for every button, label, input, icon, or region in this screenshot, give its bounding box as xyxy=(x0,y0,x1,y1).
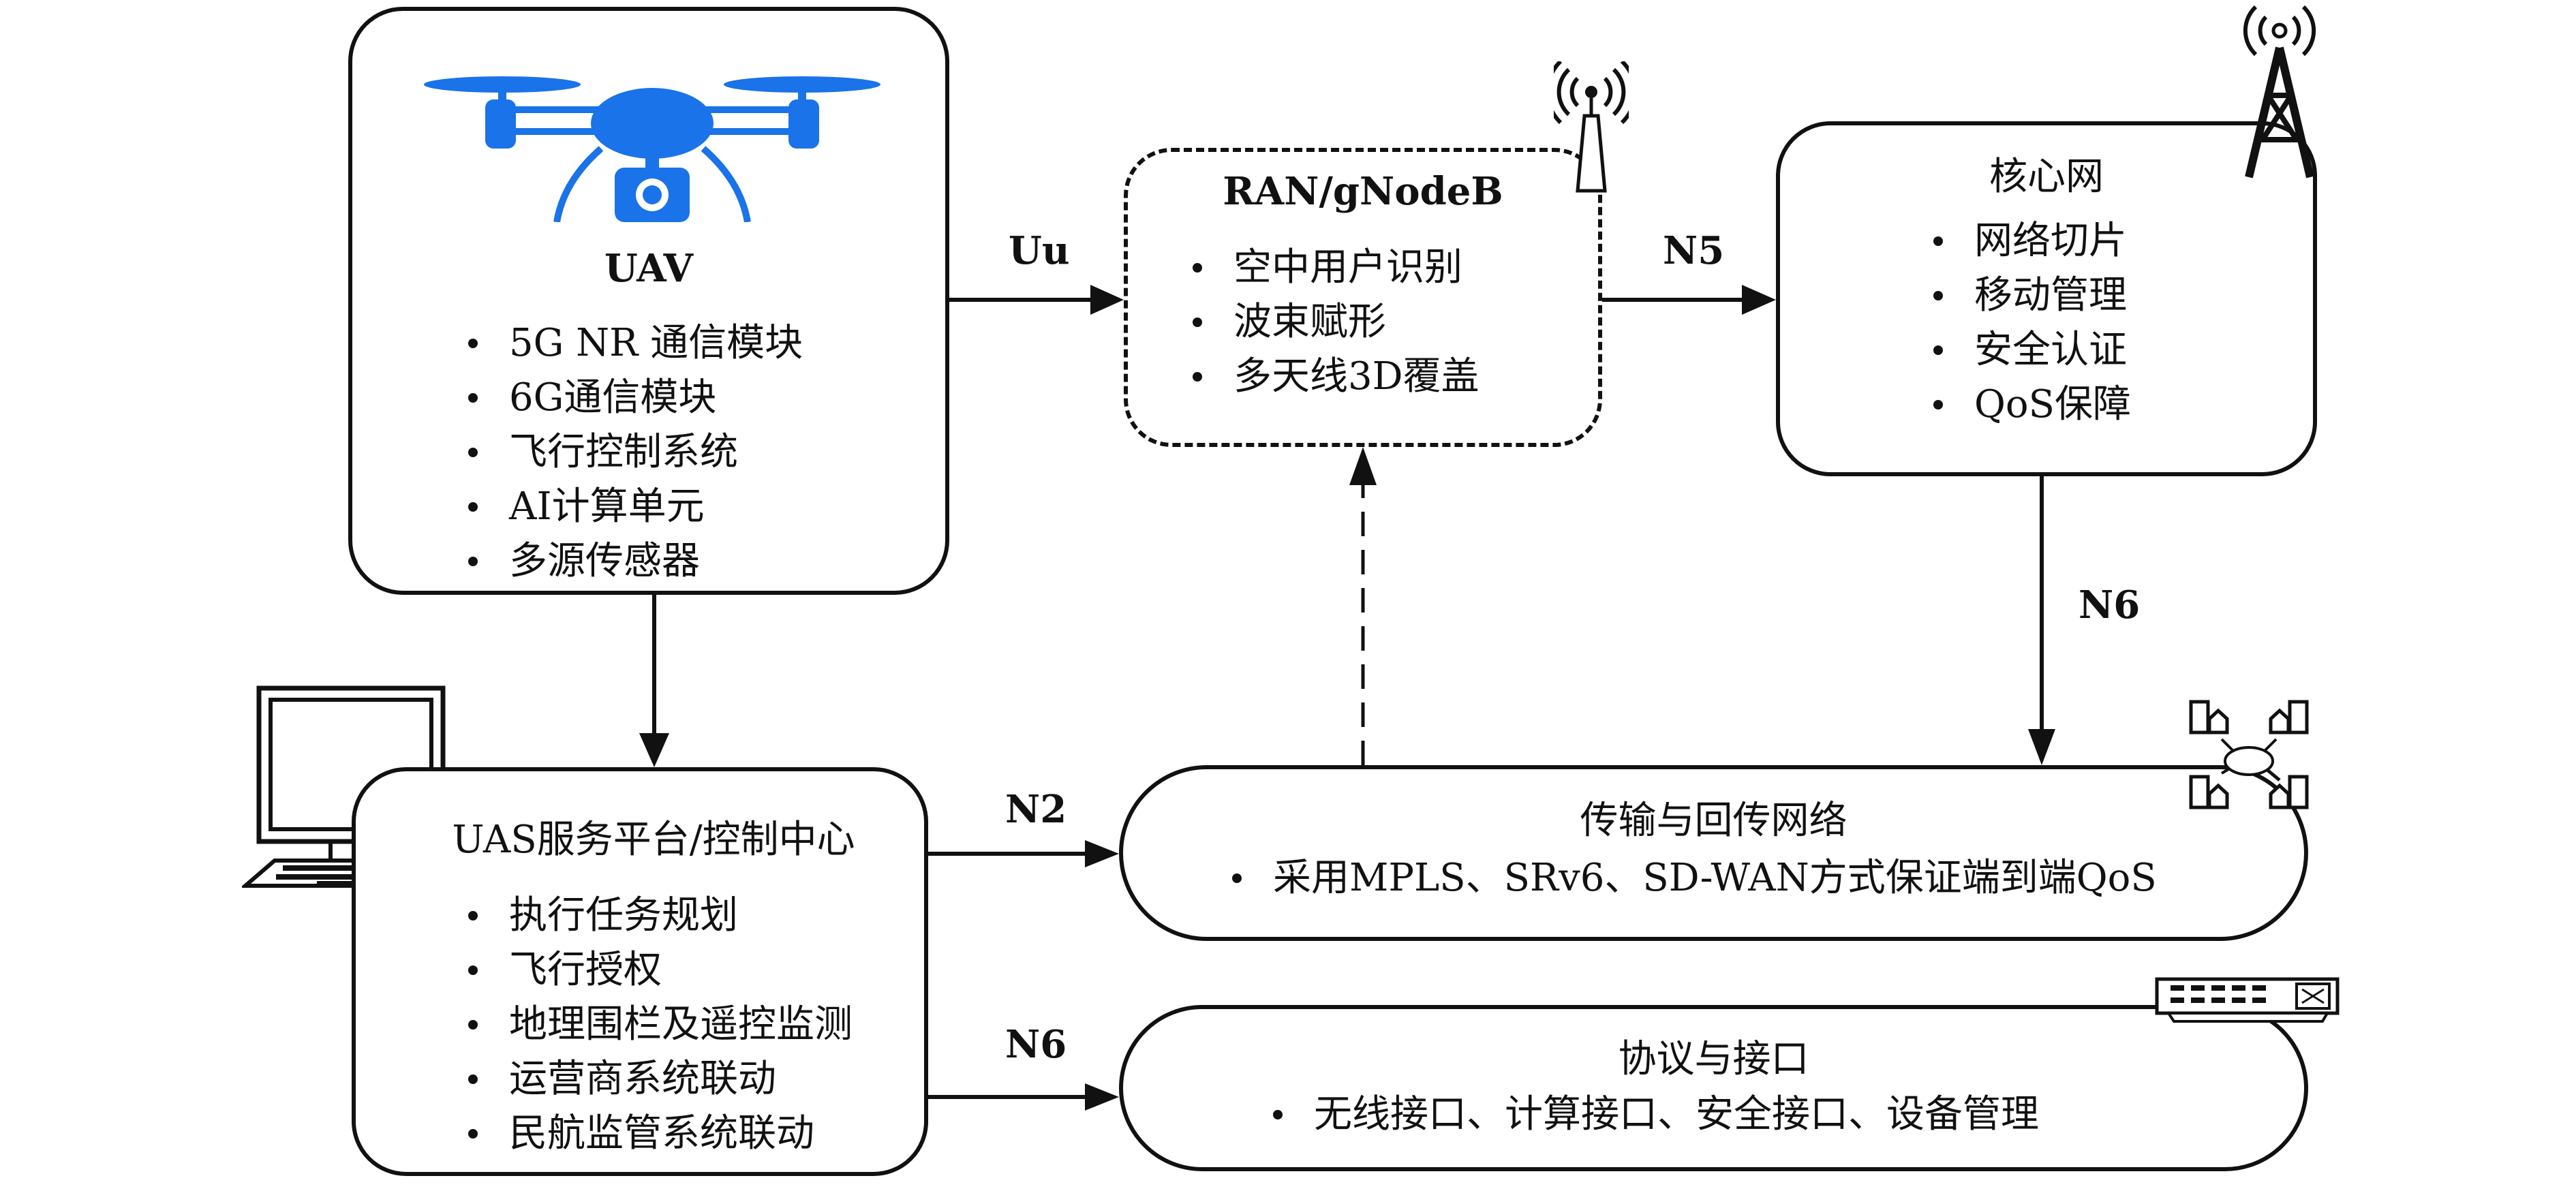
bullet-icon xyxy=(1193,318,1202,327)
list-item: 执行任务规划 xyxy=(455,888,853,943)
core-title: 核心网 xyxy=(1989,155,2104,199)
bullet-icon xyxy=(468,393,478,403)
list-item: 多天线3D覆盖 xyxy=(1179,350,1479,404)
list-item: 民航监管系统联动 xyxy=(455,1107,853,1161)
bullet-icon xyxy=(1273,1110,1283,1119)
link-label-n2: N2 xyxy=(1005,787,1067,832)
list-item: 6G通信模块 xyxy=(455,371,803,425)
core-feature-list: 网络切片 移动管理 安全认证 QoS保障 xyxy=(1920,214,2131,432)
protocol-title: 协议与接口 xyxy=(1618,1037,1809,1081)
ran-box: RAN/gNodeB 空中用户识别 波束赋形 多天线3D覆盖 xyxy=(1124,148,1602,447)
list-item: QoS保障 xyxy=(1920,377,2131,432)
list-item: 安全认证 xyxy=(1920,323,2131,377)
cell-tower-icon xyxy=(2243,5,2316,179)
uu-arrowhead xyxy=(1090,285,1124,315)
link-label-n6-core: N6 xyxy=(2079,583,2141,628)
bullet-icon xyxy=(468,911,478,921)
n6-core-arrowhead xyxy=(2028,729,2055,765)
list-item: 飞行控制系统 xyxy=(455,425,803,480)
uas-feature-list: 执行任务规划 飞行授权 地理围栏及遥控监测 运营商系统联动 民航监管系统联动 xyxy=(455,888,853,1161)
n2-arrowhead xyxy=(1085,840,1119,867)
bullet-icon xyxy=(468,502,478,512)
bullet-icon xyxy=(468,557,478,566)
list-item: 波束赋形 xyxy=(1179,295,1479,350)
n5-arrowhead xyxy=(1742,285,1776,315)
list-item: 飞行授权 xyxy=(455,943,853,997)
bullet-icon xyxy=(468,339,478,348)
uav-title: UAV xyxy=(604,246,693,291)
list-item: AI计算单元 xyxy=(455,480,803,534)
bullet-icon xyxy=(1933,400,1943,409)
network-cloud-icon xyxy=(2189,700,2309,809)
bullet-icon xyxy=(1232,873,1242,883)
list-item: 无线接口、计算接口、安全接口、设备管理 xyxy=(1259,1087,2039,1142)
list-item: 移动管理 xyxy=(1920,268,2131,323)
list-item: 空中用户识别 xyxy=(1179,241,1479,295)
core-network-box: 核心网 网络切片 移动管理 安全认证 QoS保障 xyxy=(1776,121,2317,476)
n6-uas-arrowhead xyxy=(1085,1083,1119,1111)
list-item: 运营商系统联动 xyxy=(455,1052,853,1107)
antenna-icon xyxy=(1554,61,1629,193)
bullet-icon xyxy=(1193,372,1202,382)
uav-box: UAV 5G NR 通信模块 6G通信模块 飞行控制系统 AI计算单元 多源传感… xyxy=(348,7,949,595)
transport-feature-list: 采用MPLS、SRv6、SD-WAN方式保证端到端QoS xyxy=(1218,851,2157,906)
link-label-uu: Uu xyxy=(1009,228,1070,273)
list-item: 地理围栏及遥控监测 xyxy=(455,997,853,1052)
list-item: 采用MPLS、SRv6、SD-WAN方式保证端到端QoS xyxy=(1218,851,2157,906)
bullet-icon xyxy=(468,965,478,975)
uav-feature-list: 5G NR 通信模块 6G通信模块 飞行控制系统 AI计算单元 多源传感器 xyxy=(455,316,803,589)
bullet-icon xyxy=(1933,236,1943,246)
bullet-icon xyxy=(1193,263,1202,273)
ran-feature-list: 空中用户识别 波束赋形 多天线3D覆盖 xyxy=(1179,241,1479,404)
ran-title: RAN/gNodeB xyxy=(1223,169,1503,214)
link-label-n6-uas: N6 xyxy=(1005,1022,1067,1067)
transport-network-box: 传输与回传网络 采用MPLS、SRv6、SD-WAN方式保证端到端QoS xyxy=(1119,765,2308,941)
drone-icon xyxy=(424,76,880,222)
protocol-feature-list: 无线接口、计算接口、安全接口、设备管理 xyxy=(1259,1087,2039,1142)
list-item: 多源传感器 xyxy=(455,534,803,589)
uav-to-uas-arrowhead xyxy=(639,733,669,767)
bullet-icon xyxy=(468,1129,478,1139)
bullet-icon xyxy=(468,448,478,457)
bullet-icon xyxy=(468,1074,478,1084)
bullet-icon xyxy=(1933,345,1943,355)
list-item: 5G NR 通信模块 xyxy=(455,316,803,371)
bullet-icon xyxy=(468,1020,478,1030)
switch-icon xyxy=(2155,977,2340,1023)
uas-title: UAS服务平台/控制中心 xyxy=(452,818,855,862)
transport-to-ran-arrowhead xyxy=(1349,447,1377,485)
link-label-n5: N5 xyxy=(1663,228,1725,273)
list-item: 网络切片 xyxy=(1920,214,2131,268)
protocol-interface-box: 协议与接口 无线接口、计算接口、安全接口、设备管理 xyxy=(1119,1005,2308,1171)
transport-title: 传输与回传网络 xyxy=(1580,799,1847,843)
bullet-icon xyxy=(1933,291,1943,300)
uas-platform-box: UAS服务平台/控制中心 执行任务规划 飞行授权 地理围栏及遥控监测 运营商系统… xyxy=(352,767,928,1176)
